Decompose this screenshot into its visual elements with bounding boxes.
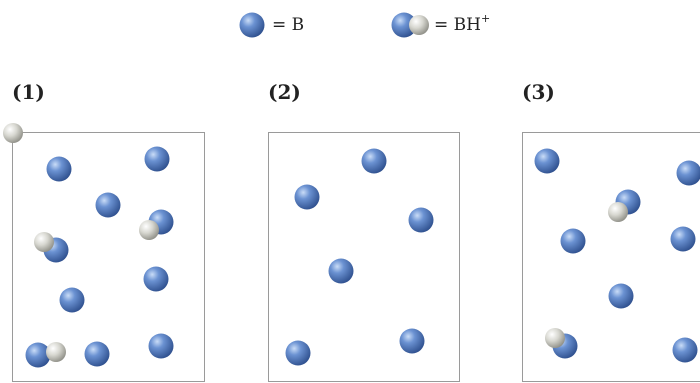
legend-label-bh: = BH+ — [434, 15, 490, 35]
b-molecule — [609, 284, 634, 309]
panel-2-molecules — [269, 133, 461, 383]
b-molecule — [286, 341, 311, 366]
panel-3-molecules — [523, 133, 700, 383]
blue-sphere-icon — [60, 288, 85, 313]
panel-1 — [12, 132, 205, 382]
b-molecule — [149, 334, 174, 359]
white-sphere-icon — [46, 342, 66, 362]
blue-sphere-icon — [673, 338, 698, 363]
legend: = B = BH+ — [0, 10, 700, 40]
panel-2 — [268, 132, 460, 382]
blue-sphere-icon — [671, 227, 696, 252]
blue-sphere-icon — [329, 259, 354, 284]
legend-label-b: = B — [272, 15, 304, 35]
bh-plus-molecule — [545, 328, 578, 359]
legend-item-bh: = BH+ — [390, 10, 490, 40]
blue-sphere-icon — [561, 229, 586, 254]
white-sphere-icon — [34, 232, 54, 252]
b-molecule — [409, 208, 434, 233]
blue-sphere-icon — [535, 149, 560, 174]
bh-plus-molecule — [34, 232, 69, 263]
blue-sphere-icon — [286, 341, 311, 366]
white-sphere-icon — [139, 220, 159, 240]
panel-3 — [522, 132, 700, 382]
blue-sphere-icon — [677, 161, 700, 186]
blue-sphere-icon — [400, 329, 425, 354]
bh-plus-molecule — [139, 210, 174, 241]
b-molecule — [60, 288, 85, 313]
legend-superscript: + — [481, 12, 490, 25]
blue-sphere-icon — [409, 208, 434, 233]
white-sphere-icon — [3, 123, 23, 143]
b-molecule — [85, 342, 110, 367]
blue-sphere-with-white-sphere-icon — [390, 11, 432, 39]
blue-sphere-icon — [238, 11, 266, 39]
b-molecule — [535, 149, 560, 174]
blue-sphere-icon — [85, 342, 110, 367]
b-molecule — [96, 193, 121, 218]
blue-sphere-icon — [96, 193, 121, 218]
legend-item-b: = B — [238, 10, 304, 40]
b-molecule — [329, 259, 354, 284]
b-molecule — [671, 227, 696, 252]
panel-label-3: (3) — [522, 80, 555, 104]
blue-sphere-icon — [149, 334, 174, 359]
b-molecule — [295, 185, 320, 210]
blue-sphere-icon — [145, 147, 170, 172]
blue-sphere-icon — [609, 284, 634, 309]
b-molecule — [47, 157, 72, 182]
panel-label-1: (1) — [12, 80, 45, 104]
b-molecule — [144, 267, 169, 292]
b-molecule — [362, 149, 387, 174]
b-molecule — [673, 338, 698, 363]
blue-sphere-icon — [144, 267, 169, 292]
white-sphere-icon — [608, 202, 628, 222]
bh-plus-molecule — [608, 190, 641, 223]
panel-1-molecules — [13, 133, 206, 383]
b-molecule — [561, 229, 586, 254]
bh-plus-molecule — [26, 342, 67, 368]
b-molecule — [677, 161, 700, 186]
b-molecule — [400, 329, 425, 354]
panel-label-2: (2) — [268, 80, 301, 104]
blue-sphere-icon — [295, 185, 320, 210]
white-sphere-icon — [545, 328, 565, 348]
blue-sphere-icon — [362, 149, 387, 174]
bh-plus-molecule — [3, 123, 170, 172]
blue-sphere-icon — [47, 157, 72, 182]
